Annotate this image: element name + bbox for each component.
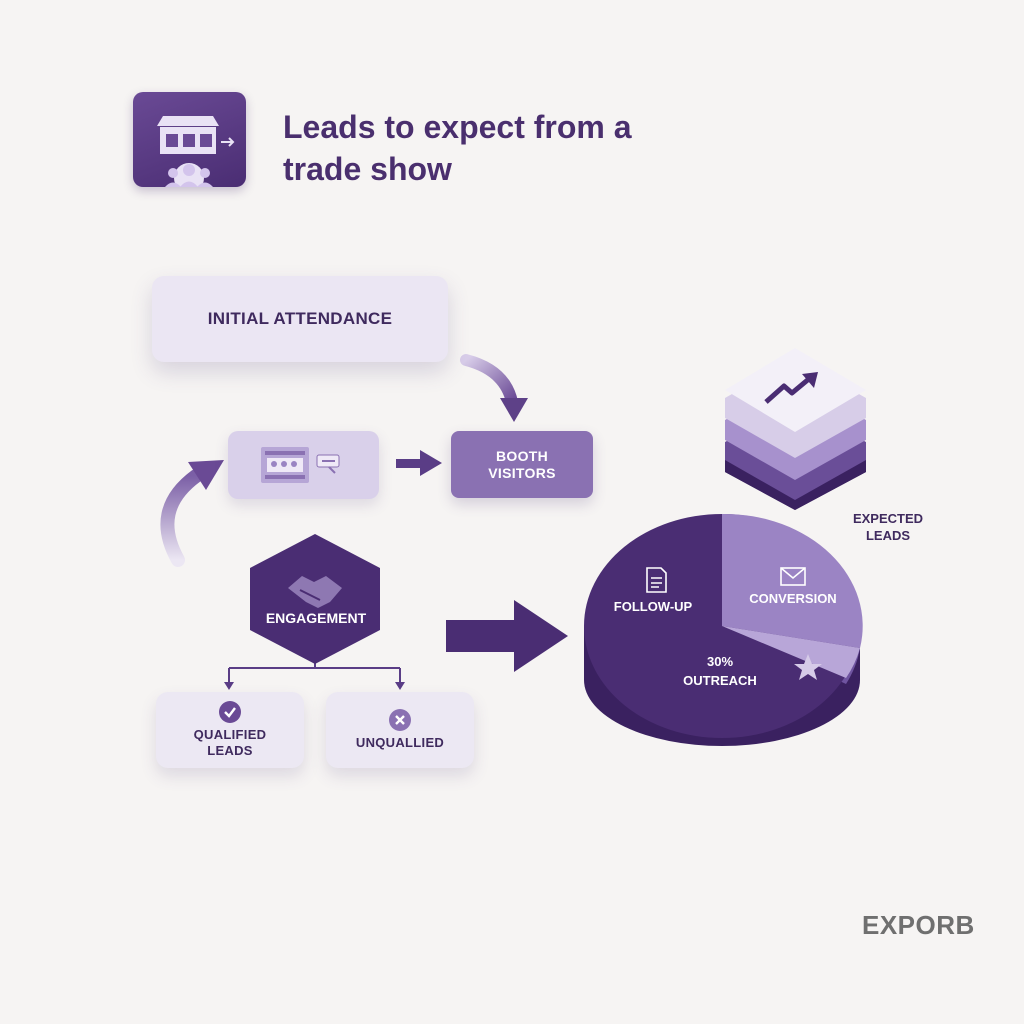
expected-leads-label: EXPECTED LEADS	[852, 511, 924, 543]
booth-visitors-label: BOOTH VISITORS	[488, 447, 556, 481]
arrow-to-booth	[396, 450, 442, 476]
unqualified-label: UNQUALLIED	[355, 735, 445, 750]
booth-display-box	[228, 431, 379, 499]
envelope-icon	[780, 567, 806, 586]
booth-display-icon	[260, 447, 339, 483]
stacked-layers-icon	[725, 348, 866, 510]
brand-logo: EXPORB	[862, 910, 975, 940]
pie-label-conversion: CONVERSION	[749, 591, 837, 606]
qualified-leads-label: QUALIFIED LEADS	[193, 727, 267, 758]
pie-chart	[584, 513, 863, 746]
x-icon	[389, 709, 411, 731]
initial-attendance-box: INITIAL ATTENDANCE	[152, 276, 448, 362]
curved-arrow-to-booth	[460, 354, 528, 422]
storefront-people-icon	[133, 92, 246, 193]
booth-visitors-box: BOOTH VISITORS	[451, 431, 593, 498]
big-arrow-to-pie	[446, 600, 568, 672]
page-title: Leads to expect from a trade show	[283, 109, 632, 187]
pie-label-follow-up: FOLLOW-UP	[613, 599, 693, 614]
unqualified-box: UNQUALLIED	[326, 692, 474, 768]
engagement-label: ENGAGEMENT	[265, 610, 367, 626]
document-icon	[646, 567, 667, 593]
pie-label-outreach-percent: 30%	[706, 654, 734, 669]
star-icon	[794, 654, 822, 680]
pie-label-outreach: OUTREACH	[683, 673, 757, 688]
handshake-icon	[288, 576, 342, 608]
check-icon	[219, 701, 241, 723]
curved-arrow-to-display	[160, 460, 224, 567]
qualified-leads-box: QUALIFIED LEADS	[156, 692, 304, 768]
